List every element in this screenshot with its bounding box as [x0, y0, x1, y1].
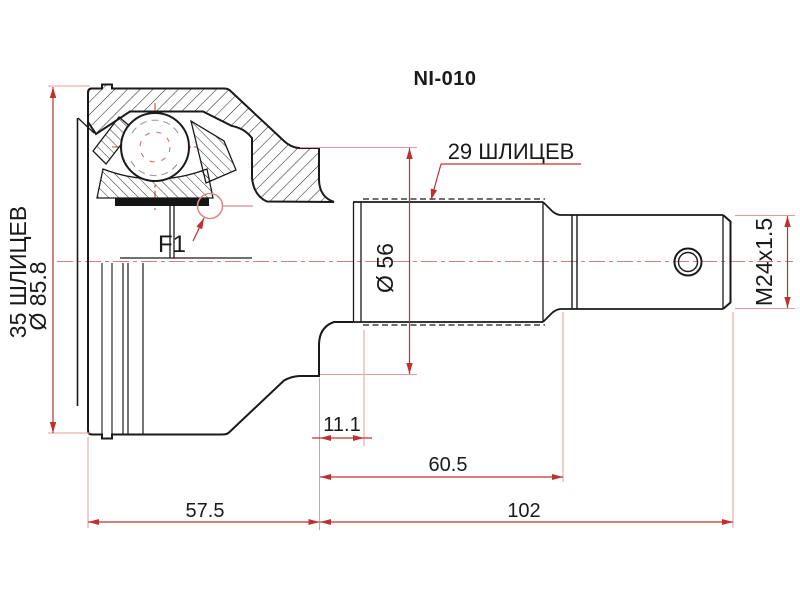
internal-bore-lines	[120, 206, 252, 259]
dimension-lines	[49, 87, 791, 525]
inner-race-right-lip	[190, 119, 237, 184]
thread-end-chamfer	[722, 214, 732, 310]
bottom-profile	[92, 321, 353, 440]
inner-race-spline-bore	[115, 198, 209, 206]
annotations: NI-010 29 ШЛИЦЕВ 35 ШЛИЦЕВ Ø 85.8 Ø 56 M…	[5, 68, 777, 522]
thread-spec-label: M24x1.5	[751, 218, 777, 306]
ball-upper-arc	[131, 119, 179, 134]
ball-bearing	[120, 112, 190, 182]
body-outline	[76, 87, 353, 440]
f1-feature-label: F1	[158, 231, 186, 258]
outer-race-section	[87, 83, 335, 203]
ball-circle	[120, 112, 190, 182]
part-number-title: NI-010	[413, 68, 476, 90]
ball-lower-arc	[130, 160, 180, 177]
dim-spline-runout: 11.1	[323, 414, 360, 436]
dim-shaft-total-length: 102	[507, 500, 540, 522]
extension-lines	[48, 85, 795, 530]
mouth-chamfer	[77, 117, 95, 134]
dim-spline-section-length: 60.5	[429, 454, 468, 476]
ball-track-arc	[139, 131, 171, 163]
inner-race-and-cage	[92, 116, 237, 206]
cotter-pin-hole-inner	[677, 251, 699, 273]
shaft-diameter-label: Ø 56	[372, 243, 398, 293]
left-diameter-label: Ø 85.8	[25, 261, 51, 330]
shaft-spline-count-label: 29 ШЛИЦЕВ	[448, 139, 575, 164]
cotter-pin-hole-outer	[673, 247, 703, 277]
left-spline-count-label: 35 ШЛИЦЕВ	[5, 206, 31, 338]
dim-body-length: 57.5	[186, 500, 225, 522]
shaft-outline	[352, 198, 732, 326]
